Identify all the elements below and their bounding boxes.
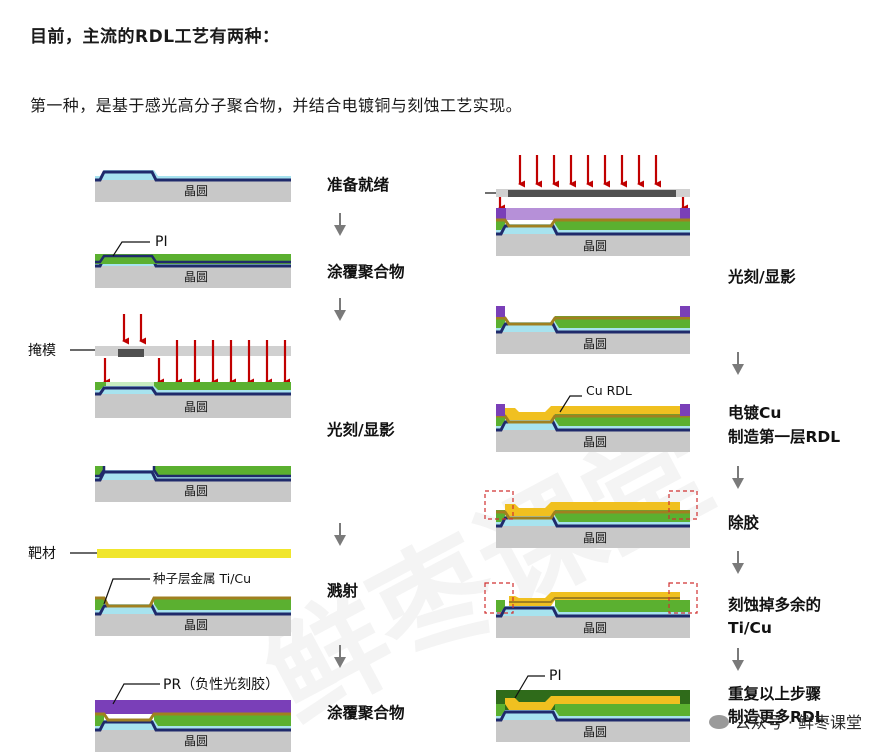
intro-text: 第一种，是基于感光高分子聚合物，并结合电镀铜与刻蚀工艺实现。: [30, 96, 523, 115]
mask-plate: [95, 346, 291, 356]
callout-mask: 掩模: [28, 343, 56, 359]
left-stage-1: 晶圆: [95, 170, 291, 202]
step-label-strip: 除胶: [728, 513, 760, 532]
down-arrow-icon: [732, 660, 744, 671]
right-stage-2: 晶圆: [496, 306, 690, 354]
callout-pr: PR（负性光刻胶）: [163, 676, 279, 693]
step-label-repeat: 重复以上步骤: [728, 684, 822, 703]
step-label-coat-2: 涂覆聚合物: [327, 703, 405, 722]
wafer-label: 晶圆: [583, 435, 607, 449]
step-label-coat-1: 涂覆聚合物: [327, 262, 405, 281]
step-label-sputter: 溅射: [327, 581, 359, 600]
step-label-plate-cu: 电镀Cu: [728, 403, 781, 422]
mask-opaque-block: [118, 349, 144, 357]
callout-cu-rdl: Cu RDL: [586, 383, 632, 398]
heading: 目前，主流的RDL工艺有两种：: [30, 27, 280, 47]
footer-text: 公众号 · 鲜枣课堂: [734, 713, 862, 732]
wafer-label: 晶圆: [184, 184, 208, 198]
callout-target: 靶材: [28, 546, 56, 562]
left-stage-2: 晶圆: [95, 241, 291, 288]
left-stage-6: 晶圆: [95, 683, 291, 752]
callout-pi-2: PI: [549, 668, 562, 684]
wafer-label: 晶圆: [583, 531, 607, 545]
left-stage-5: 晶圆: [95, 578, 291, 636]
wafer-label: 晶圆: [583, 725, 607, 739]
down-arrow-icon: [334, 657, 346, 668]
wafer-label: 晶圆: [184, 734, 208, 748]
down-arrow-icon: [732, 563, 744, 574]
down-arrow-icon: [334, 535, 346, 546]
wafer-label: 晶圆: [184, 618, 208, 632]
down-arrow-icon: [334, 310, 346, 321]
down-arrow-shaft: [339, 213, 341, 226]
step-label-etch: 刻蚀掉多余的: [728, 595, 821, 614]
right-stage-1: 晶圆: [485, 155, 690, 256]
left-stage-4: 晶圆: [95, 466, 291, 502]
right-stage-3: 晶圆: [496, 395, 690, 452]
footer-attribution: 公众号 · 鲜枣课堂: [708, 709, 862, 733]
right-stage-6: 晶圆: [496, 675, 690, 742]
wafer-label: 晶圆: [583, 621, 607, 635]
wafer-label: 晶圆: [184, 484, 208, 498]
step-label-first-rdl: 制造第一层RDL: [728, 427, 840, 446]
down-arrow-icon: [732, 478, 744, 489]
wechat-icon: [708, 715, 729, 729]
down-arrow-icon: [334, 225, 346, 236]
right-stage-5: 晶圆: [484, 582, 698, 638]
step-label-litho-2: 光刻/显影: [727, 267, 796, 286]
sputter-target: [97, 549, 291, 558]
wafer-label: 晶圆: [583, 239, 607, 253]
callout-seed-layer: 种子层金属 Ti/Cu: [153, 571, 251, 586]
step-label-ready: 准备就绪: [327, 175, 390, 194]
wafer-label: 晶圆: [184, 270, 208, 284]
down-arrow-icon: [732, 364, 744, 375]
callout-pi-1: PI: [155, 234, 168, 250]
right-stage-4: 晶圆: [484, 490, 698, 548]
step-label-litho-1: 光刻/显影: [326, 420, 395, 439]
step-label-more-rdl: 制造更多RDL: [728, 707, 825, 726]
wafer-label: 晶圆: [583, 337, 607, 351]
left-stage-3: 晶圆: [70, 314, 291, 418]
wafer-label: 晶圆: [184, 400, 208, 414]
step-label-ticu: Ti/Cu: [728, 619, 772, 637]
